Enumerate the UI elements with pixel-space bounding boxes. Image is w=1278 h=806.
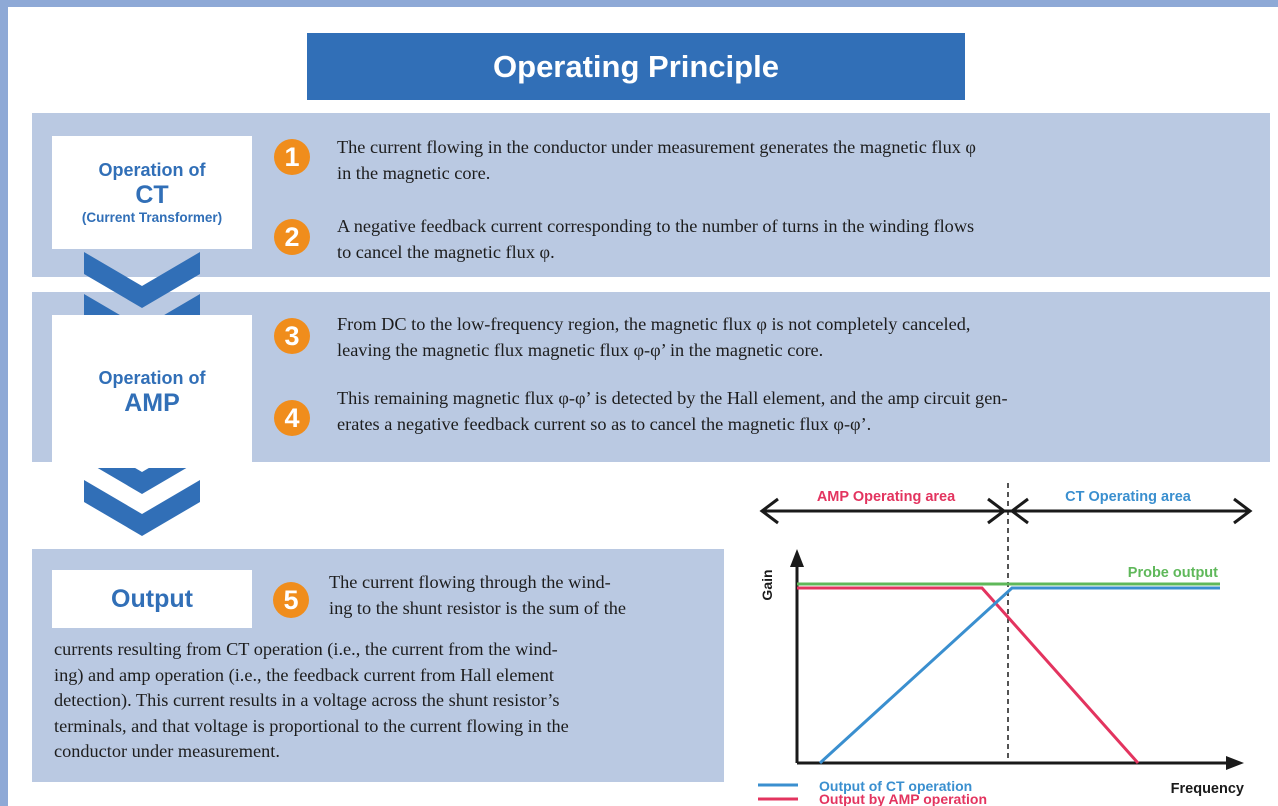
step-2-line-1: A negative feedback current correspondin… [337,216,975,236]
step-5-text-bottom: currents resulting from CT operation (i.… [54,637,720,765]
step-5-line-1: The current flowing through the wind- [329,572,611,592]
step-2-number: 2 [284,221,300,252]
step-5-line-2: ing to the shunt resistor is the sum of … [329,597,627,618]
amp-operation-label: Operation of AMP [52,315,252,468]
arrow-right-icon [987,497,1007,525]
step-4-badge: 4 [274,400,310,436]
step-4-line-2: erates a negative feedback current so as… [337,414,872,434]
arrow-right-icon [1233,497,1253,525]
amp-area-label: AMP Operating area [817,489,956,505]
step-3-line-1: From DC to the low-frequency region, the… [337,314,971,334]
ct-area-label: CT Operating area [1065,489,1192,505]
legend-amp: Output by AMP operation [758,791,987,806]
ct-label-sub: (Current Transformer) [81,209,223,225]
step-2-line-2: to cancel the magnetic flux φ. [337,242,555,262]
step-1-text: The current flowing in the conductor und… [337,134,976,186]
step-5-badge: 5 [273,582,309,618]
frequency-response-chart: AMP Operating area CT Operating area Gai… [758,483,1253,797]
step-5-line-7: conductor under measurement. [54,741,280,762]
step-3-text: From DC to the low-frequency region, the… [337,311,970,363]
y-axis-label: Gain [759,569,775,600]
step-5-line-5: detection). This current results in a vo… [54,690,560,711]
ct-label-prefix: Operation of [98,159,206,180]
step-3-number: 3 [284,320,300,351]
legend-amp-label: Output by AMP operation [819,791,987,806]
step-3-badge: 3 [274,318,310,354]
x-axis-label: Frequency [1171,781,1244,797]
page-title: Operating Principle [307,33,965,100]
step-1-line-2: in the magnetic core. [337,163,491,183]
step-5-text-top: The current flowing through the wind- in… [329,570,713,621]
title-text: Operating Principle [493,48,779,84]
ct-operation-label: Operation of CT (Current Transformer) [52,136,252,249]
step-1-badge: 1 [274,139,310,175]
step-5-number: 5 [283,584,299,615]
amp-label-prefix: Operation of [98,367,206,388]
step-4-line-1: This remaining magnetic flux φ-φ’ is det… [337,388,1008,408]
amp-label-main: AMP [124,388,180,417]
step-5-line-6: terminals, and that voltage is proportio… [54,715,569,736]
step-4-text: This remaining magnetic flux φ-φ’ is det… [337,385,1008,437]
probe-output-label: Probe output [1128,565,1218,581]
output-label-text: Output [111,584,193,613]
ct-output-line [818,586,1220,765]
arrow-right-icon [1226,756,1244,770]
arrow-left-icon [1009,497,1029,525]
step-3-line-2: leaving the magnetic flux magnetic flux … [337,340,824,360]
step-1-line-1: The current flowing in the conductor und… [337,137,976,157]
step-5-line-4: ing) and amp operation (i.e., the feedba… [54,664,554,685]
step-5-line-3: currents resulting from CT operation (i.… [54,639,558,659]
arrow-left-icon [759,497,779,525]
step-2-text: A negative feedback current correspondin… [337,213,974,265]
output-label: Output [52,570,252,628]
step-2-badge: 2 [274,219,310,255]
legend-ct-label: Output of CT operation [819,778,972,794]
amp-output-line [797,586,1140,764]
step-1-number: 1 [284,141,300,172]
ct-label-main: CT [135,180,169,209]
step-4-number: 4 [284,402,300,433]
arrow-up-icon [790,549,804,567]
